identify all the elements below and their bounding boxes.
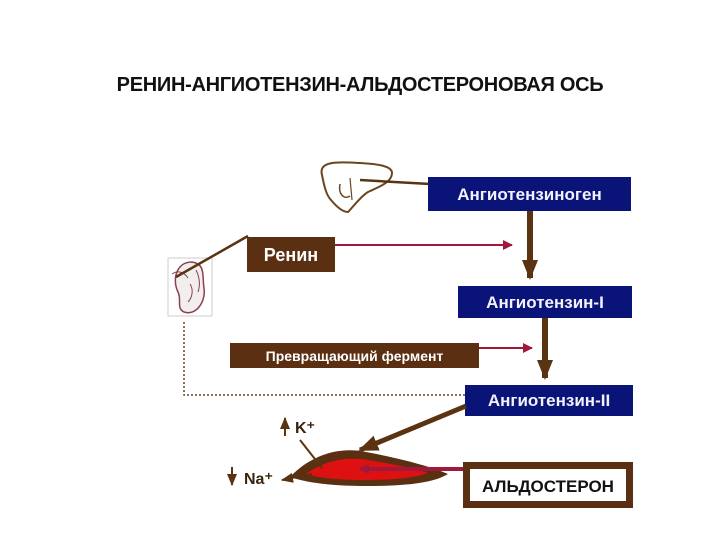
potassium-label: K⁺	[295, 420, 315, 437]
sodium-flow-arrow	[281, 472, 313, 483]
potassium-flow-arrow	[299, 439, 323, 469]
kidney-connector	[175, 234, 249, 279]
sodium-label: Na⁺	[244, 471, 273, 488]
converting-enzyme-label: Превращающий фермент	[266, 348, 444, 364]
liver-icon	[320, 161, 394, 214]
page-title: РЕНИН-АНГИОТЕНЗИН-АЛЬДОСТЕРОНОВАЯ ОСЬ	[116, 74, 604, 96]
renin-box: Ренин	[247, 237, 335, 272]
angiotensin2-action-arrow	[358, 403, 467, 453]
angiotensinogen-box: Ангиотензиноген	[428, 177, 631, 211]
angiotensin2-label: Ангиотензин-II	[488, 391, 610, 410]
angiotensin2-box: Ангиотензин-II	[465, 385, 633, 416]
aldosterone-box: АЛЬДОСТЕРОН	[463, 462, 633, 508]
angiotensinogen-label: Ангиотензиноген	[457, 185, 601, 204]
renin-label: Ренин	[264, 245, 318, 265]
aldosterone-label: АЛЬДОСТЕРОН	[482, 477, 614, 496]
feedback-dotted-line	[183, 322, 465, 396]
angiotensin1-box: Ангиотензин-I	[458, 286, 632, 318]
converting-enzyme-box: Превращающий фермент	[230, 343, 479, 368]
kidney-icon	[167, 257, 213, 317]
liver-connector	[359, 178, 431, 186]
angiotensin1-label: Ангиотензин-I	[486, 293, 604, 312]
